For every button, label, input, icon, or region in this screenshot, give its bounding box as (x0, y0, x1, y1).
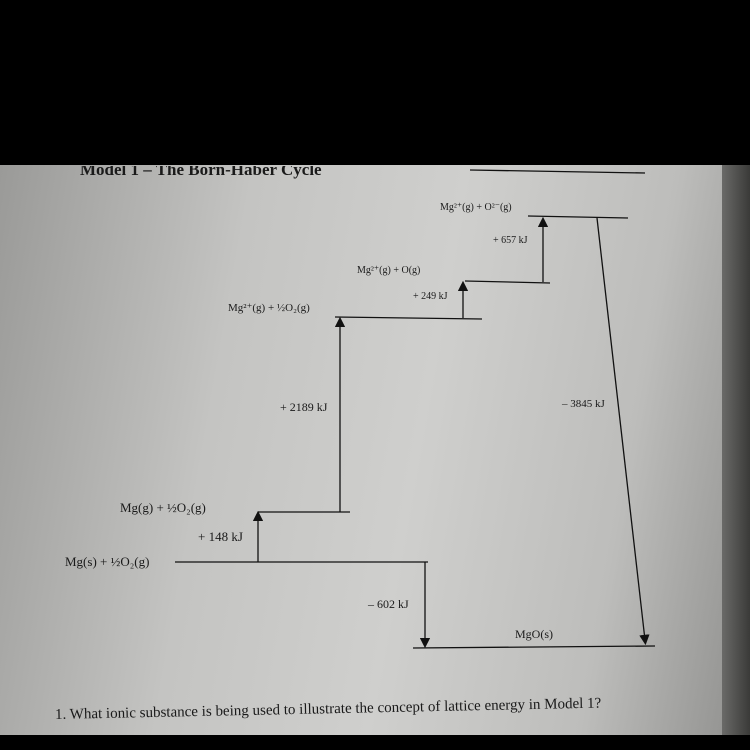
level-mg2-halfo2 (334, 316, 483, 320)
arrow-3845 (596, 217, 650, 646)
energy-label: + 657 kJ (493, 235, 528, 246)
level-label: Mg(g) + ½O₂(g) (120, 500, 206, 515)
level-label: MgO(s) (515, 627, 553, 641)
energy-label: – 3845 kJ (562, 398, 605, 410)
worksheet-page (0, 165, 750, 735)
level-mg2-o2minus (527, 215, 629, 219)
energy-label: + 249 kJ (413, 291, 448, 302)
level-label: Mg²⁺(g) + O(g) (357, 265, 421, 276)
level-mgo (412, 645, 656, 649)
page-edge-shadow (722, 165, 750, 735)
energy-label: + 2189 kJ (280, 400, 328, 414)
level-label: Mg(s) + ½O₂(g) (65, 554, 150, 569)
level-label: Mg²⁺(g) + O²⁻(g) (440, 202, 512, 213)
energy-label: + 148 kJ (198, 529, 243, 544)
level-mg2-o (464, 280, 551, 284)
energy-label: – 602 kJ (368, 597, 409, 611)
level-label: Mg²⁺(g) + ½O₂(g) (228, 302, 310, 314)
title-rule (469, 169, 646, 174)
page-title: Model 1 – The Born-Haber Cycle (80, 160, 322, 179)
